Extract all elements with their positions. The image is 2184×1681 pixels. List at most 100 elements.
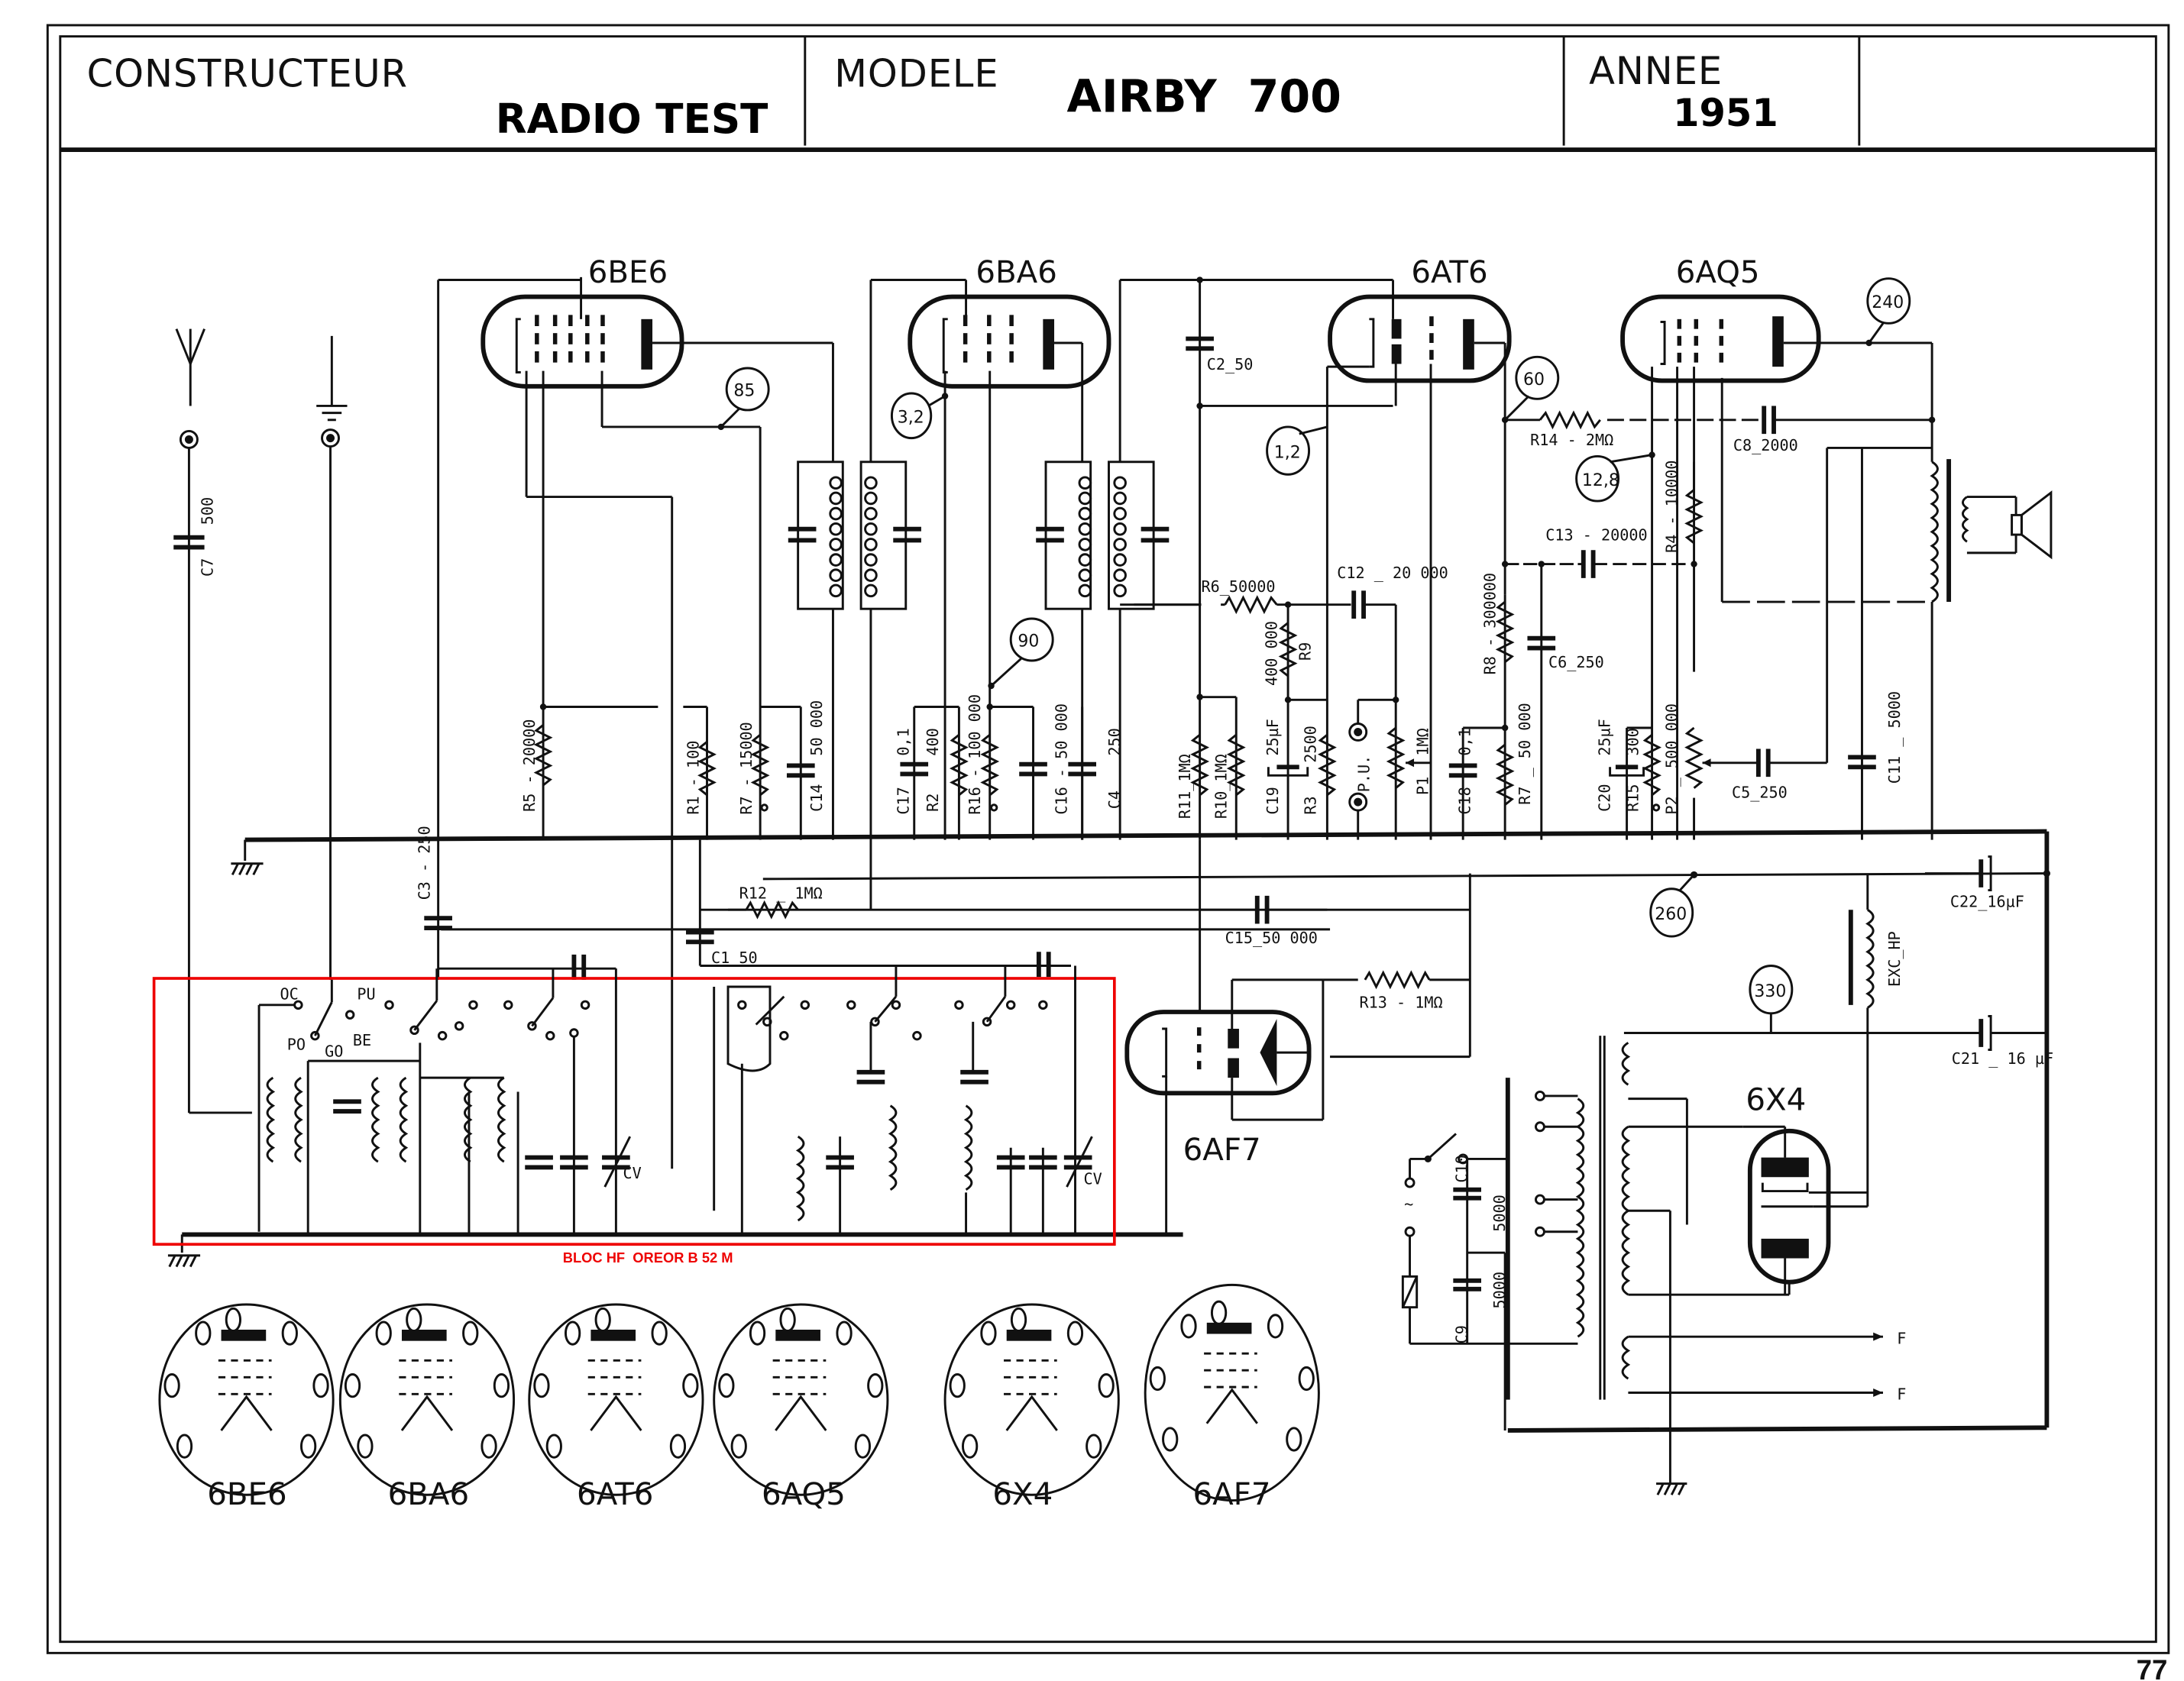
c18-value: 0,1 xyxy=(1455,728,1474,755)
switch-label-go: GO xyxy=(325,1043,343,1061)
wave-switch-3[interactable] xyxy=(503,968,617,1235)
c12-capacitor: C12 _ 20 000 xyxy=(1337,564,1448,700)
c3-capacitor: C3 - 250 xyxy=(416,826,616,980)
c9-capacitor: C9 5000 xyxy=(1453,1251,1509,1430)
mains-input: ~ xyxy=(1401,1133,1578,1345)
r13-label: R13 - 1MΩ xyxy=(1360,994,1443,1012)
cv1-label: CV xyxy=(623,1164,642,1182)
tube-base-label: 6AF7 xyxy=(1192,1476,1270,1512)
r9-resistor: 400 000 R9 xyxy=(1262,604,1314,700)
r2-value: 400 xyxy=(924,728,942,755)
c21-capacitor: C21 _ 16 µF xyxy=(1623,1015,2053,1068)
bloc-hf-group: BLOC HF OREOR B 52 M OC PU PO GO BE xyxy=(152,965,1116,1266)
output-transformer xyxy=(1720,377,2017,840)
tube-6at6: 6AT6 xyxy=(1325,254,1512,840)
tube-6be6-label: 6BE6 xyxy=(588,254,668,290)
p1-potentiometer: 1MΩ P1 xyxy=(1386,697,1432,840)
pu-label: P.U. xyxy=(1354,755,1373,793)
c5-capacitor: C5_250 xyxy=(1732,748,1827,802)
r12-label: R12 _ 1MΩ xyxy=(739,884,823,903)
tube-base-6aq5: 6AQ5 xyxy=(713,1303,889,1512)
r12-resistor: R12 _ 1MΩ xyxy=(700,884,823,920)
c18-label: C18 xyxy=(1455,787,1474,814)
tube-6aq5-label: 6AQ5 xyxy=(1676,254,1760,290)
tube-base-6ba6: 6BA6 xyxy=(338,1303,516,1512)
cv2-label: CV xyxy=(1084,1169,1102,1188)
r13-resistor: R13 - 1MΩ xyxy=(1360,970,1471,1012)
voltage-badge-85: 85 xyxy=(717,367,770,431)
r6-resistor: R6_50000 xyxy=(1120,577,1351,615)
c2-capacitor: C2_50 xyxy=(1186,276,1393,840)
r16-label: R16 - 100 000 xyxy=(966,694,984,815)
c9-label: C9 xyxy=(1453,1325,1471,1343)
r7a-resistor: R7 - 15000 xyxy=(737,722,770,815)
r6-label: R6_50000 xyxy=(1201,577,1275,596)
c7-value: 500 xyxy=(199,497,217,525)
r5-resistor: R5 - 20000 xyxy=(520,703,707,812)
p1-label: P1 xyxy=(1413,777,1432,795)
p2-potentiometer: P2 _ 500 000 xyxy=(1663,703,1758,840)
variable-capacitor-cv2[interactable]: CV xyxy=(1063,1136,1102,1188)
c4-label: C4 xyxy=(1105,790,1124,809)
c3-label: C3 - 250 xyxy=(416,826,434,900)
c20-label: C20 xyxy=(1596,784,1614,812)
c11-label: C11 _ 5000 xyxy=(1885,691,1904,784)
wave-switch-2[interactable] xyxy=(409,968,478,1041)
c1-label: C1_50 xyxy=(711,949,758,967)
p1-value: 1MΩ xyxy=(1413,728,1432,755)
c16-label: C16 - 50 000 xyxy=(1053,703,1071,815)
annee-label: ANNEE xyxy=(1589,49,1723,93)
c4-value: 250 xyxy=(1105,728,1124,755)
exc-label: EXC_HP xyxy=(1885,931,1904,987)
c19-capacitor: 25µF C19 xyxy=(1263,697,1328,840)
voltage-badge-12-8: 12,8 xyxy=(1575,451,1655,503)
c8-label: C8_2000 xyxy=(1733,436,1798,454)
tube-base-label: 6BE6 xyxy=(207,1476,286,1512)
c19-value: 25µF xyxy=(1263,719,1282,756)
voltage-85-text: 85 xyxy=(733,382,755,401)
r2-label: R2 xyxy=(924,794,942,812)
coil-winding xyxy=(864,476,878,598)
earth-input xyxy=(316,335,348,980)
wave-switch-4[interactable] xyxy=(713,985,811,1235)
tube-base-6at6: 6AT6 xyxy=(528,1303,704,1512)
c13-label: C13 - 20000 xyxy=(1545,525,1647,544)
c19-label: C19 xyxy=(1263,787,1282,814)
voltage-60-text: 60 xyxy=(1523,370,1545,390)
r7b-label: R7 _ 50 000 xyxy=(1516,703,1534,804)
r3-label: R3 xyxy=(1302,796,1320,814)
switch-label-be: BE xyxy=(353,1031,371,1049)
c16-capacitor: C16 - 50 000 xyxy=(989,703,1071,840)
voltage-badge-90: 90 xyxy=(988,617,1054,690)
chassis-ground-icon-2 xyxy=(167,1254,201,1268)
c2-label: C2_50 xyxy=(1207,355,1254,373)
rf-coils-left xyxy=(266,1043,588,1235)
r11-resistor: R11_1MΩ xyxy=(1176,693,1237,819)
voltage-1-2-text: 1,2 xyxy=(1274,443,1301,462)
c15-label: C15_50 000 xyxy=(1225,929,1318,947)
r1-label: R1 - 100 xyxy=(684,741,703,815)
variable-capacitor-cv1[interactable]: CV xyxy=(602,1136,642,1188)
tube-base-label: 6AT6 xyxy=(577,1476,653,1512)
c13-capacitor: C13 - 20000 xyxy=(1501,525,1697,578)
if-transformer-1 xyxy=(788,279,966,910)
c18-capacitor: 0,1 C18 xyxy=(1448,726,1506,840)
tube-6at6-label: 6AT6 xyxy=(1411,254,1487,290)
tube-6af7: 6AF7 xyxy=(1124,873,1471,1235)
r4-label: R4 - 10000 xyxy=(1663,461,1681,553)
wave-switch-6[interactable] xyxy=(954,965,1076,1235)
c12-label: C12 _ 20 000 xyxy=(1337,564,1448,582)
voltage-3-2-text: 3,2 xyxy=(898,408,924,427)
pickup-jack: P.U. xyxy=(1348,698,1396,840)
power-transformer: F F xyxy=(1505,1036,1906,1430)
voltage-90-text: 90 xyxy=(1018,632,1039,651)
wave-switch-1[interactable] xyxy=(257,979,394,1232)
c11-capacitor: C11 _ 5000 xyxy=(1848,691,1904,784)
annee-value: 1951 xyxy=(1673,91,1778,135)
tube-6be6: 6BE6 xyxy=(437,254,834,1169)
page-frame xyxy=(46,24,2170,1654)
c7-label: C7 xyxy=(199,558,217,577)
c17-label: C17 xyxy=(894,787,912,814)
r14-label: R14 - 2MΩ xyxy=(1530,431,1613,449)
tube-base-6be6: 6BE6 xyxy=(158,1303,335,1512)
